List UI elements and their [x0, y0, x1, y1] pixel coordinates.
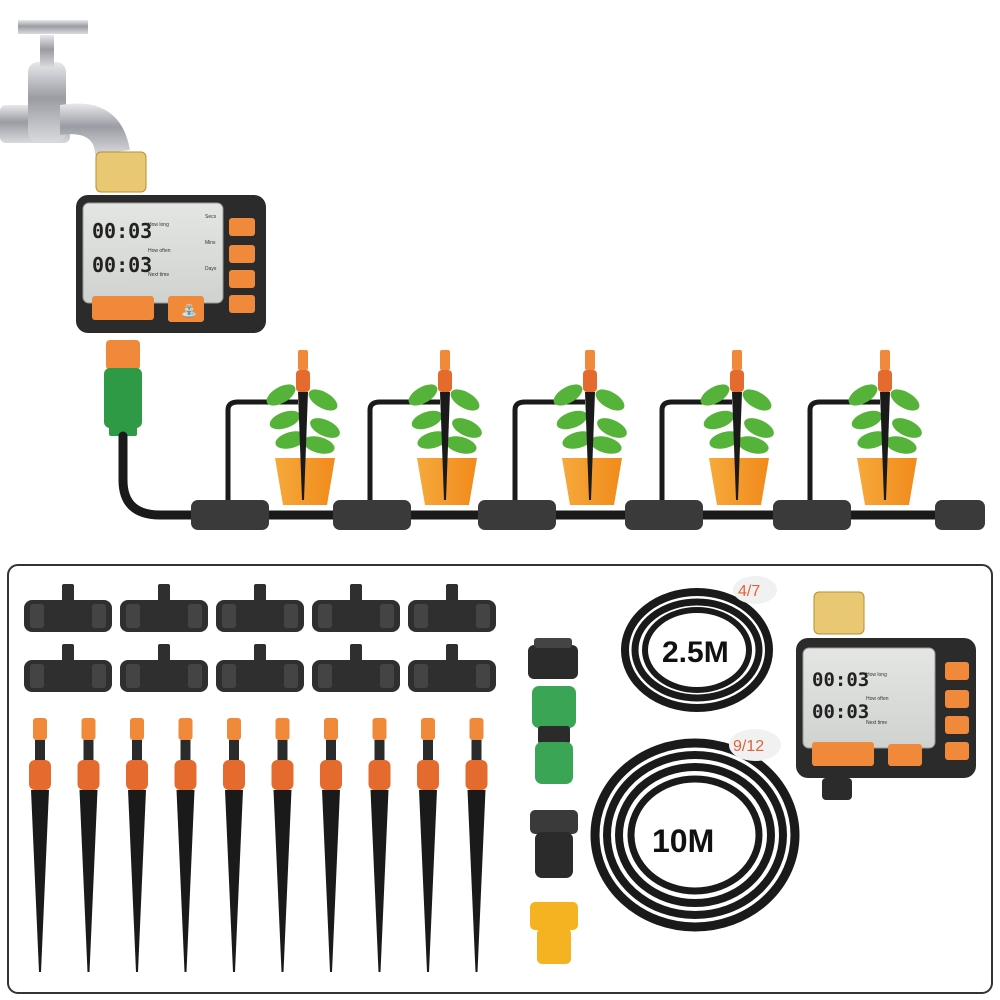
drip-stake	[440, 392, 450, 500]
tee-connectors	[24, 584, 496, 692]
hose-short-length: 2.5M	[662, 636, 729, 669]
hose-long-spec: 9/12	[733, 738, 764, 755]
tee-connector	[625, 500, 703, 530]
tee-connector-part	[216, 584, 304, 632]
drip-stake-part	[271, 718, 294, 972]
flower-pot	[709, 458, 769, 505]
hose-adapter-yellow	[530, 902, 578, 964]
drip-stake	[585, 392, 595, 500]
water-now-button[interactable]	[168, 296, 204, 322]
svg-text:⛲: ⛲	[181, 303, 197, 319]
faucet	[0, 20, 130, 155]
svg-text:How often: How often	[866, 696, 889, 702]
tee-connector	[478, 500, 556, 530]
tee-connector-part	[408, 644, 496, 692]
plant-station-3	[478, 350, 627, 530]
tee-connector-part	[312, 644, 400, 692]
drip-stake-part	[320, 718, 342, 972]
tee-connector-part	[408, 584, 496, 632]
drip-stake-part	[223, 718, 245, 972]
quick-connector-green	[532, 686, 576, 784]
plant-station-5	[773, 350, 922, 530]
plant-station-4	[625, 350, 774, 530]
drip-stake-part	[29, 718, 51, 972]
drip-stake-part	[417, 718, 439, 972]
kit-timer-display-2: 00:03	[812, 701, 869, 723]
drip-stake-part	[77, 718, 100, 972]
tee-connector-part	[24, 584, 112, 632]
how-long-button[interactable]	[229, 270, 255, 288]
water-timer-top: 00:03 00:03 How long How often Next time…	[76, 151, 266, 436]
plus-minus-button[interactable]	[92, 296, 154, 320]
drip-stake-part	[174, 718, 197, 972]
top-timer-display-1: 00:03	[92, 219, 152, 243]
flower-pot	[857, 458, 917, 505]
drip-stake	[880, 392, 890, 500]
svg-text:Days: Days	[205, 266, 217, 272]
drip-stake	[732, 392, 742, 500]
plant-station-1	[191, 350, 340, 530]
flower-pot	[275, 458, 335, 505]
drip-stake-part	[465, 718, 488, 972]
start-time-button[interactable]	[229, 245, 255, 263]
svg-text:Next time: Next time	[866, 720, 887, 726]
tee-connector	[191, 500, 269, 530]
svg-text:How often: How often	[148, 248, 171, 254]
pipe-plug-black	[530, 810, 578, 878]
flower-pot	[417, 458, 477, 505]
svg-text:How long: How long	[148, 222, 169, 228]
plant-station-2	[333, 350, 482, 530]
how-often-button[interactable]	[229, 295, 255, 313]
end-plug	[935, 500, 985, 530]
tee-connector-part	[24, 644, 112, 692]
tee-connector	[773, 500, 851, 530]
tee-connector-part	[312, 584, 400, 632]
tee-connector-part	[120, 584, 208, 632]
svg-text:Next time: Next time	[148, 272, 169, 278]
drip-stake-part	[368, 718, 391, 972]
hose-long-length: 10M	[652, 823, 714, 859]
thread-adapter	[528, 638, 578, 679]
kit-timer-display-1: 00:03	[812, 669, 869, 691]
hose-2-5m: 4/7 2.5M	[621, 576, 777, 712]
svg-text:Mins: Mins	[205, 240, 216, 246]
svg-text:Secs: Secs	[205, 214, 217, 220]
drip-emitter-stakes	[29, 718, 488, 972]
tee-connector-part	[216, 644, 304, 692]
tee-connector-part	[120, 644, 208, 692]
drip-stake	[298, 392, 308, 500]
water-timer-kit: 00:03 00:03 How long How often Next time	[796, 591, 976, 800]
hose-10m: 9/12 10M	[590, 729, 800, 932]
kit-contents-frame	[7, 564, 993, 994]
potted-plants	[191, 350, 922, 530]
flower-pot	[562, 458, 622, 505]
hose-short-spec: 4/7	[738, 583, 760, 600]
drip-stake-part	[126, 718, 148, 972]
set-clock-button[interactable]	[229, 218, 255, 236]
top-timer-display-2: 00:03	[92, 253, 152, 277]
tee-connector	[333, 500, 411, 530]
main-drip-pipe	[118, 431, 980, 520]
svg-text:How long: How long	[866, 672, 887, 678]
